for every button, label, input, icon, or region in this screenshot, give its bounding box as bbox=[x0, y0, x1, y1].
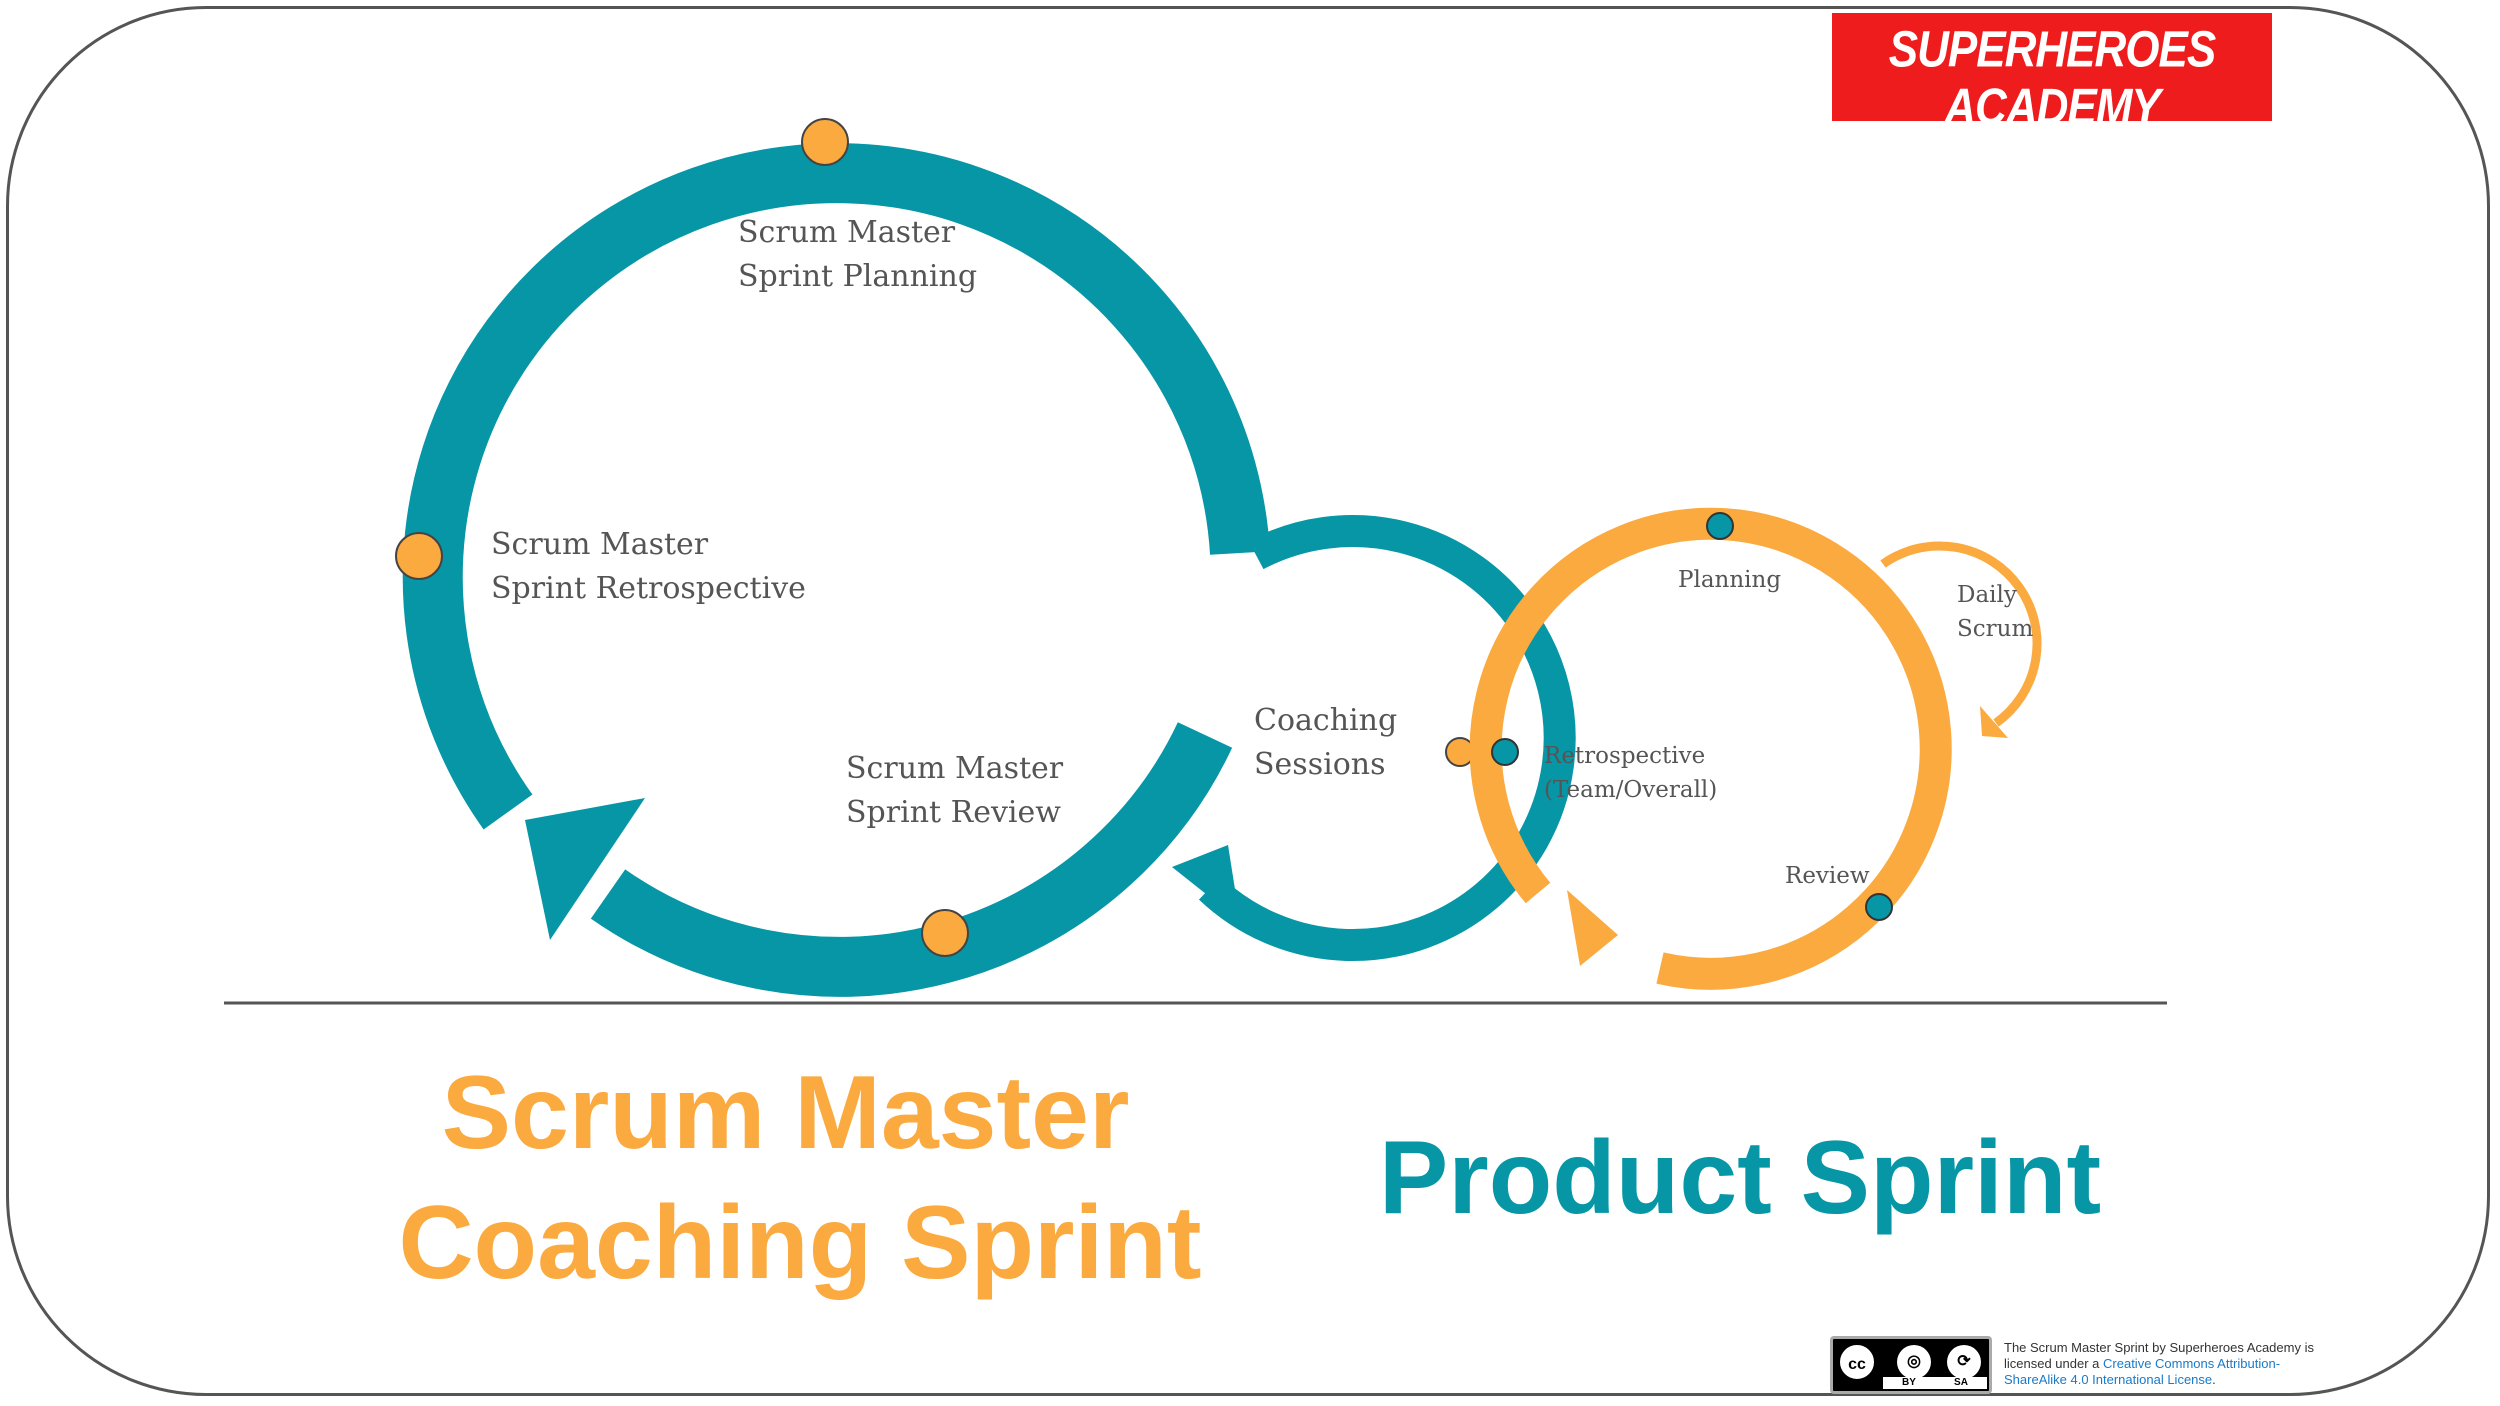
coaching-retrospective-label: Scrum Master Sprint Retrospective bbox=[491, 527, 806, 606]
product-sprint-title: Product Sprint bbox=[1379, 1120, 2101, 1236]
coaching-review-marker bbox=[921, 909, 969, 957]
superheroes-academy-logo: SUPERHEROES ACADEMY UNLEASH YOUR AGILE S… bbox=[1832, 13, 2272, 150]
daily-scrum-arc bbox=[1880, 541, 2042, 727]
share-alike-icon: ⟳ bbox=[1947, 1345, 1981, 1379]
daily-scrum-arrowhead bbox=[1980, 706, 2008, 738]
brand-tagline: UNLEASH YOUR AGILE SUPERPOWERS ™ bbox=[1972, 135, 2242, 150]
license-prefix: The Scrum Master Sprint by Superheroes A… bbox=[2004, 1340, 2314, 1371]
cc-sa-label: SA bbox=[1954, 1377, 1968, 1388]
coaching-sessions-label: Coaching Sessions bbox=[1254, 703, 1407, 782]
coaching-sessions-arc bbox=[1198, 515, 1576, 962]
license-text: The Scrum Master Sprint by Superheroes A… bbox=[2004, 1340, 2334, 1388]
coaching-sprint-title: Scrum Master Coaching Sprint bbox=[398, 1055, 1201, 1301]
product-cycle-arrowhead bbox=[1567, 890, 1618, 966]
product-review-label: Review bbox=[1785, 863, 1870, 889]
slide-frame bbox=[6, 6, 2490, 1396]
coaching-planning-marker bbox=[801, 118, 849, 166]
license-link[interactable]: Creative Commons Attribution-ShareAlike … bbox=[2004, 1356, 2281, 1387]
coaching-planning-label: Scrum Master Sprint Planning bbox=[738, 215, 977, 294]
brand-name: SUPERHEROES ACADEMY bbox=[1888, 21, 2216, 136]
attribution-icon: ◎ bbox=[1897, 1345, 1931, 1379]
cc-icon: cc bbox=[1837, 1342, 1877, 1382]
product-retrospective-label: Retrospective (Team/Overall) bbox=[1544, 743, 1717, 803]
cc-by-label: BY bbox=[1902, 1377, 1916, 1388]
product-planning-marker bbox=[1706, 512, 1734, 540]
cc-license-badge[interactable]: cc ◎ ⟳ BY SA bbox=[1830, 1336, 1992, 1394]
cc-badge-strip: BY SA bbox=[1883, 1377, 1987, 1389]
coaching-cycle-arrowhead bbox=[525, 798, 645, 940]
product-retrospective-marker bbox=[1491, 738, 1519, 766]
daily-scrum-label: Daily Scrum bbox=[1957, 582, 2033, 642]
coaching-sessions-arrowhead bbox=[1172, 845, 1240, 921]
license-suffix: . bbox=[2212, 1372, 2216, 1387]
coaching-review-label: Scrum Master Sprint Review bbox=[846, 751, 1073, 830]
product-review-marker bbox=[1865, 893, 1893, 921]
product-planning-label: Planning bbox=[1678, 567, 1781, 593]
product-cycle-arc bbox=[1469, 507, 1952, 990]
coaching-cycle-arc bbox=[402, 143, 1270, 830]
coaching-retrospective-marker bbox=[395, 532, 443, 580]
